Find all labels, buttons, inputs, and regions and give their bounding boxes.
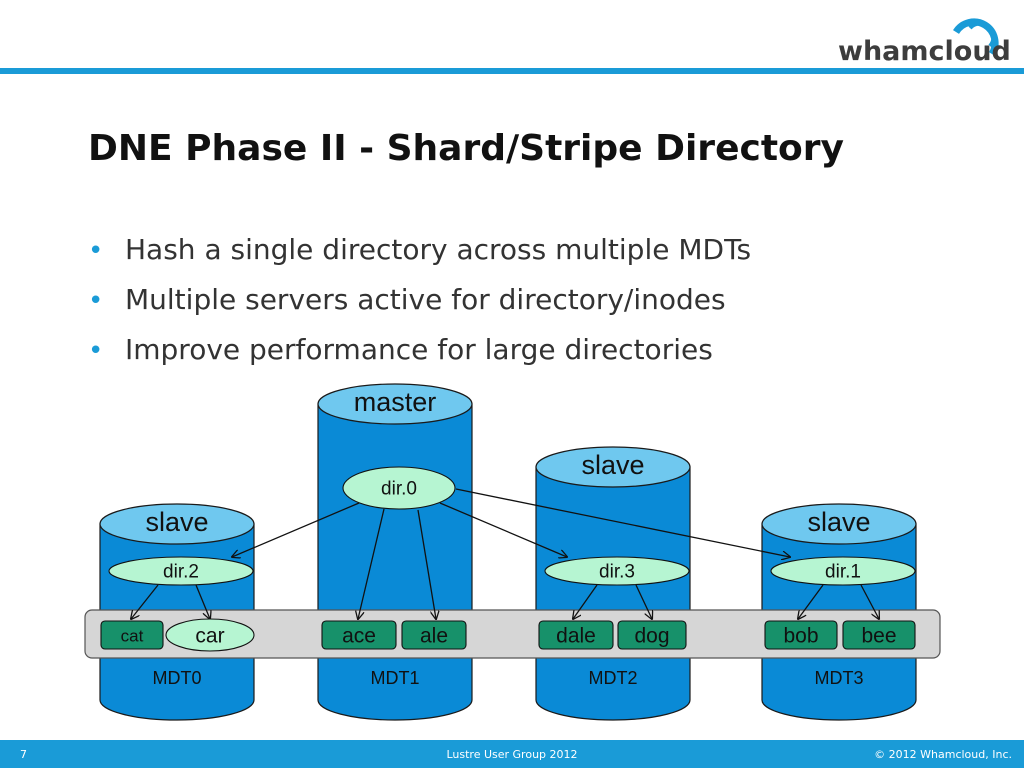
entry-label: bee bbox=[861, 625, 896, 648]
logo-text: whamcloud bbox=[838, 36, 1011, 67]
footer-bar: 7 Lustre User Group 2012 © 2012 Whamclou… bbox=[0, 740, 1024, 768]
directory-label: dir.3 bbox=[599, 562, 635, 583]
bullet-dot-icon: • bbox=[88, 336, 104, 366]
arrow-dir0-to-ace bbox=[358, 508, 385, 619]
cylinder-role-label: slave bbox=[581, 450, 644, 480]
cylinder-top bbox=[761, 503, 917, 545]
entry-shape bbox=[842, 620, 916, 650]
entry-label: ale bbox=[420, 625, 448, 648]
entry-node-bee: bee bbox=[842, 620, 916, 650]
cylinder-top bbox=[99, 503, 255, 545]
cylinder-role-label: slave bbox=[807, 507, 870, 537]
directory-shape bbox=[108, 556, 254, 586]
cylinder-mdt-label: MDT1 bbox=[371, 668, 420, 688]
cylinder-mdt-label: MDT0 bbox=[153, 668, 202, 688]
directory-shape bbox=[342, 466, 456, 510]
footer-event: Lustre User Group 2012 bbox=[446, 748, 578, 761]
arrow-dir2-to-cat bbox=[131, 584, 159, 619]
bullet-dot-icon: • bbox=[88, 286, 104, 316]
bullet-item: • Improve performance for large directori… bbox=[88, 328, 751, 378]
entry-label: dog bbox=[634, 625, 669, 648]
cylinder-role-label: slave bbox=[145, 507, 208, 537]
cylinder-top bbox=[535, 446, 691, 488]
arrow-dir0-to-ale bbox=[417, 509, 436, 619]
entry-node-dale: dale bbox=[538, 620, 614, 650]
entry-shape bbox=[165, 618, 255, 652]
entry-node-ace: ace bbox=[321, 620, 397, 650]
cloud-swirl-icon bbox=[953, 18, 999, 56]
bullet-dot-icon: • bbox=[88, 236, 104, 266]
cylinder-role-label: master bbox=[354, 387, 437, 417]
entry-node-car: car bbox=[165, 618, 255, 652]
entry-label: car bbox=[195, 625, 224, 648]
page-number: 7 bbox=[20, 748, 27, 761]
entry-label: bob bbox=[783, 625, 818, 648]
entry-label: ace bbox=[342, 625, 376, 648]
bullet-text: Multiple servers active for directory/in… bbox=[125, 283, 726, 316]
entry-shape bbox=[764, 620, 838, 650]
bullet-list: • Hash a single directory across multiple… bbox=[88, 228, 751, 378]
arrow-dir2-to-car bbox=[195, 584, 210, 619]
bullet-text: Hash a single directory across multiple … bbox=[125, 233, 752, 266]
arrow-dir3-to-dale bbox=[573, 584, 598, 619]
arrow-dir3-to-dog bbox=[635, 584, 652, 619]
arrow-dir1-to-bee bbox=[860, 584, 879, 619]
directory-label: dir.0 bbox=[381, 479, 417, 500]
directory-node-dir1: dir.1 bbox=[770, 556, 916, 586]
entry-node-bob: bob bbox=[764, 620, 838, 650]
entry-label: cat bbox=[121, 627, 144, 646]
directory-node-dir3: dir.3 bbox=[544, 556, 690, 586]
footer-copyright: © 2012 Whamcloud, Inc. bbox=[874, 748, 1012, 761]
directory-shape bbox=[544, 556, 690, 586]
directory-node-dir0: dir.0 bbox=[342, 466, 456, 510]
bullet-item: • Multiple servers active for directory/i… bbox=[88, 278, 751, 328]
entry-shape bbox=[617, 620, 687, 650]
directory-shard-band bbox=[84, 609, 941, 659]
cylinder-mdt-label: MDT2 bbox=[589, 668, 638, 688]
arrow-dir0-to-dir2 bbox=[232, 502, 360, 557]
entry-node-ale: ale bbox=[401, 620, 467, 650]
arrow-dir0-to-dir3 bbox=[439, 502, 567, 557]
directory-label: dir.2 bbox=[163, 562, 199, 583]
slide-title: DNE Phase II - Shard/Stripe Directory bbox=[88, 128, 844, 169]
entry-shape bbox=[100, 620, 164, 650]
arrow-dir1-to-bob bbox=[798, 584, 824, 619]
cylinder-mdt-label: MDT3 bbox=[815, 668, 864, 688]
header-rule bbox=[0, 68, 1024, 74]
directory-label: dir.1 bbox=[825, 562, 861, 583]
entry-shape bbox=[538, 620, 614, 650]
bullet-item: • Hash a single directory across multiple… bbox=[88, 228, 751, 278]
directory-node-dir2: dir.2 bbox=[108, 556, 254, 586]
entry-node-dog: dog bbox=[617, 620, 687, 650]
bullet-text: Improve performance for large directorie… bbox=[125, 333, 713, 366]
whamcloud-logo: whamcloud bbox=[830, 6, 1020, 76]
entry-node-cat: cat bbox=[100, 620, 164, 650]
directory-shape bbox=[770, 556, 916, 586]
entry-shape bbox=[401, 620, 467, 650]
arrow-dir0-to-dir1 bbox=[455, 488, 790, 557]
cylinder-top bbox=[317, 383, 473, 425]
entry-label: dale bbox=[556, 625, 596, 648]
entry-shape bbox=[321, 620, 397, 650]
